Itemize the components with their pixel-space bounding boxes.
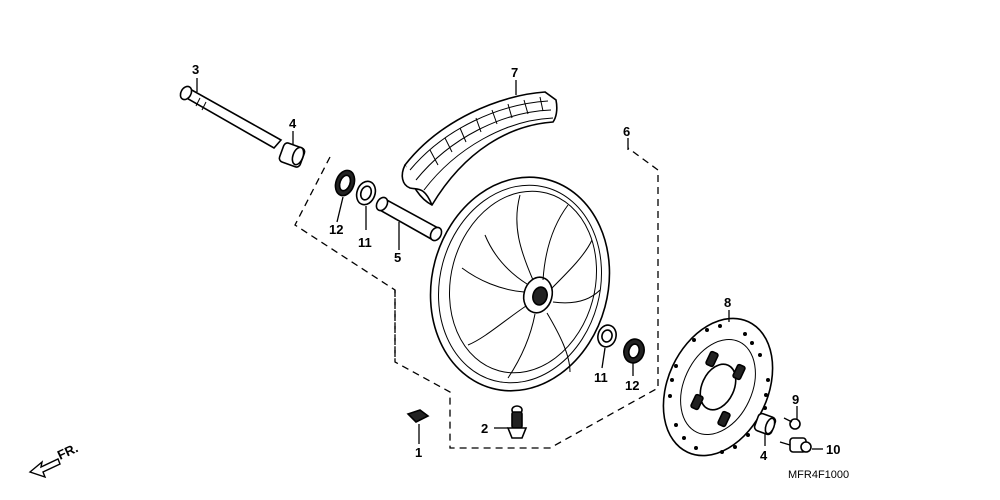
- front-direction-arrow-icon: [28, 458, 61, 479]
- brake-disc-part: [662, 317, 774, 457]
- seal-part-bottom: [597, 324, 617, 348]
- callout-7: 7: [511, 65, 518, 80]
- collar-part-bottom: [753, 412, 777, 436]
- small-bolt-part: [783, 417, 801, 430]
- callout-5: 5: [394, 250, 401, 265]
- bearing-part-top-left: [334, 169, 356, 197]
- callout-10: 10: [826, 442, 840, 457]
- direction-label: FR.: [55, 440, 80, 462]
- callout-6: 6: [623, 124, 630, 139]
- callout-4-bottom: 4: [760, 448, 768, 463]
- callout-8: 8: [724, 295, 731, 310]
- distance-collar-part: [375, 196, 443, 242]
- valve-part: [506, 405, 528, 439]
- wheel-part: [429, 176, 611, 392]
- bearing-part-bottom: [623, 338, 645, 364]
- callout-11-bottom: 11: [594, 370, 608, 385]
- disc-bolt-part: [779, 437, 812, 453]
- callout-11-top: 11: [358, 235, 372, 250]
- tire-part: [401, 91, 558, 207]
- callout-2: 2: [481, 421, 488, 436]
- callout-12-bottom: 12: [625, 378, 639, 393]
- callout-9: 9: [792, 392, 799, 407]
- diagram-code: MFR4F1000: [788, 469, 849, 481]
- seal-part-top-left: [355, 180, 377, 206]
- callout-4-top: 4: [289, 116, 297, 131]
- collar-part-top: [278, 142, 306, 168]
- callout-3: 3: [192, 62, 199, 77]
- assembly-bracket: [294, 147, 659, 449]
- axle-part: [179, 85, 283, 150]
- leader-lines: [196, 78, 823, 450]
- callout-12-top: 12: [329, 222, 343, 237]
- callout-1: 1: [415, 445, 422, 460]
- balance-weight-part: [406, 409, 430, 423]
